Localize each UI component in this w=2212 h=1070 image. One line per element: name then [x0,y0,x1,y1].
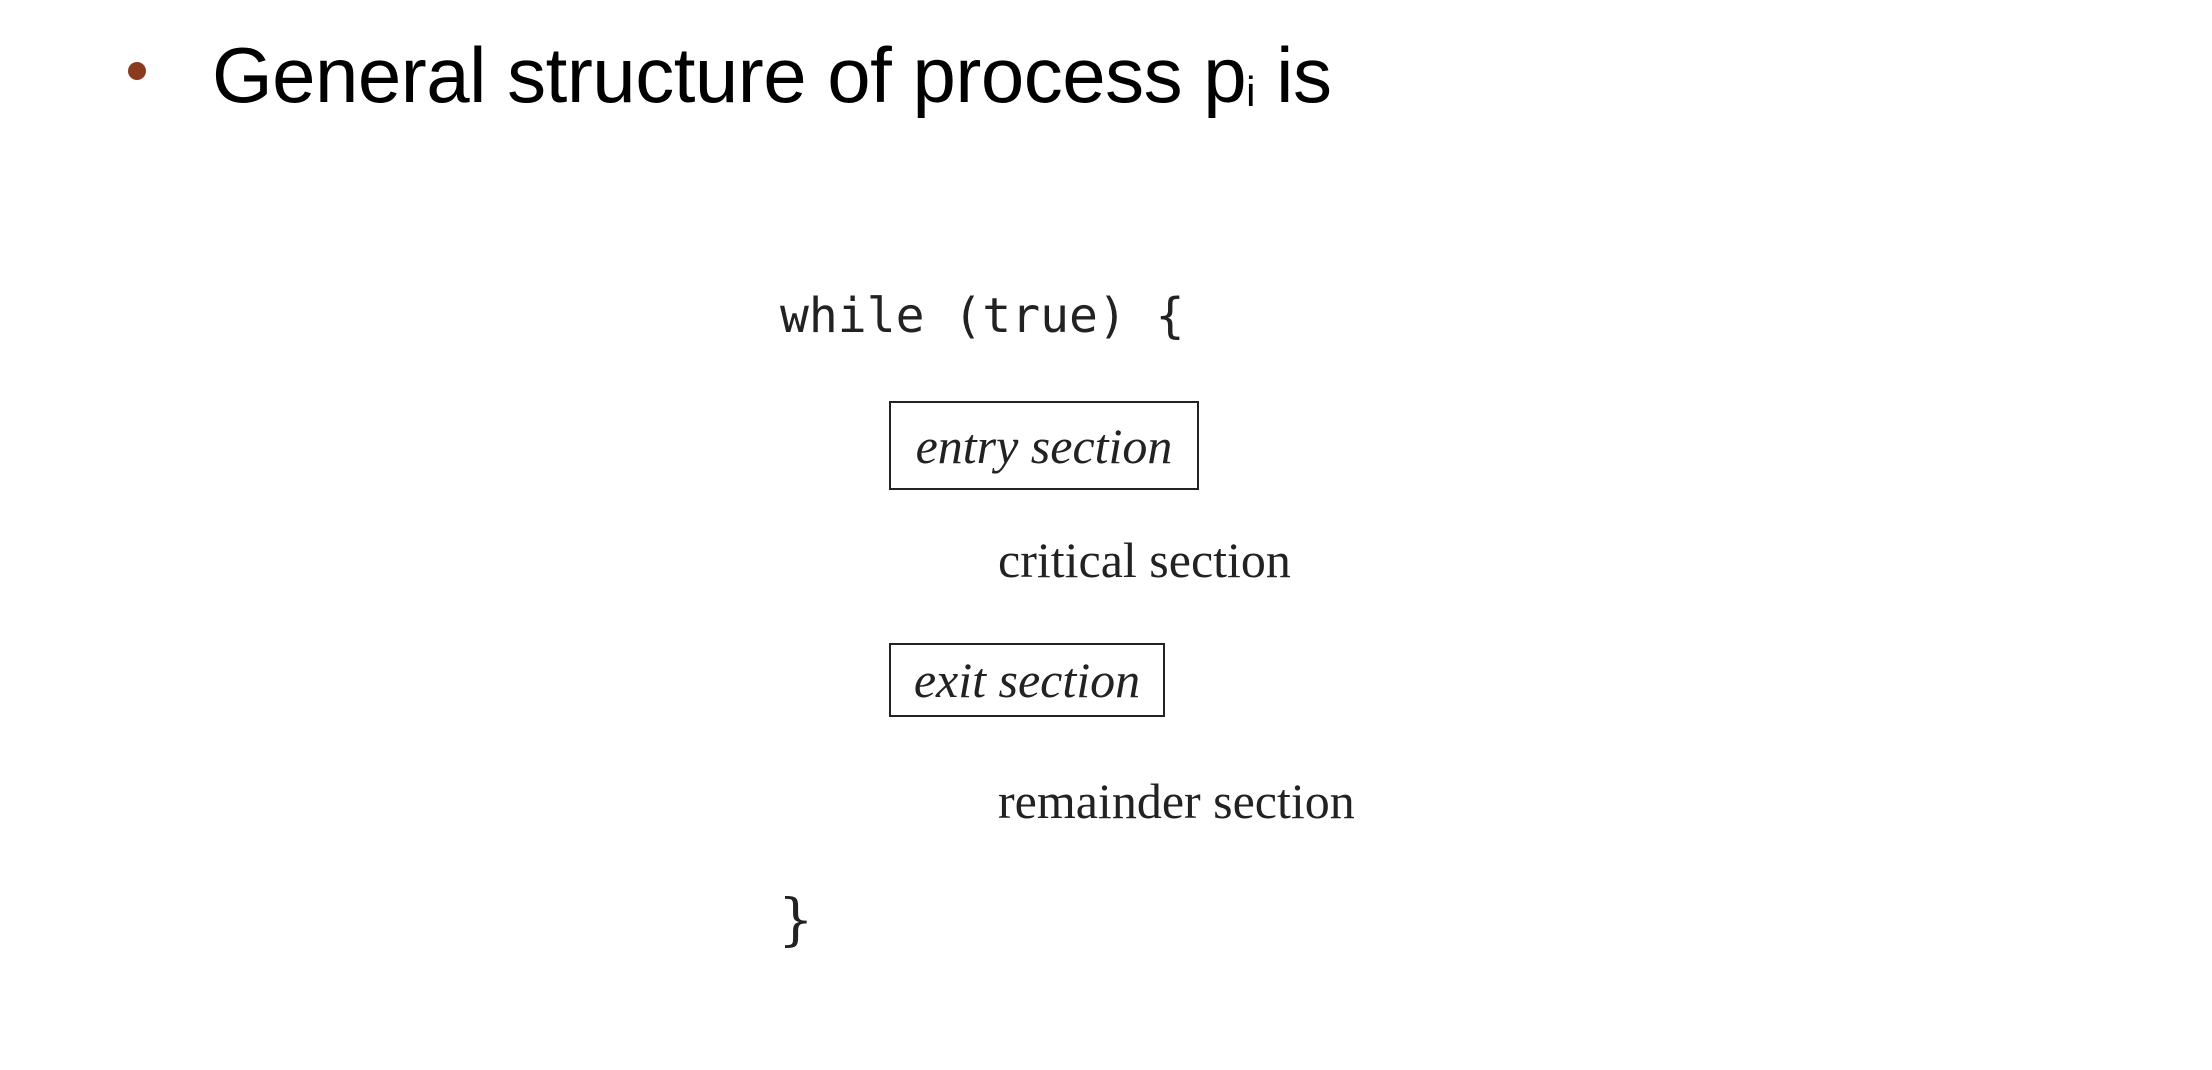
critical-section-label: critical section [998,532,1291,588]
entry-section-label: entry section [915,417,1173,474]
while-line: while (true) { [780,288,1185,344]
exit-section-label: exit section [913,652,1141,708]
closing-brace: } [778,888,814,953]
exit-section-box: exit section [889,643,1165,717]
bullet-text-tail: is [1255,31,1332,119]
bullet-point: General structure of process pi is [128,30,1332,121]
entry-section-box: entry section [889,401,1199,490]
bullet-text-main: General structure of process p [212,31,1247,119]
remainder-section-label: remainder section [998,773,1355,829]
bullet-dot-icon [128,62,146,80]
bullet-text: General structure of process pi is [212,30,1332,121]
bullet-text-subscript: i [1246,68,1255,115]
